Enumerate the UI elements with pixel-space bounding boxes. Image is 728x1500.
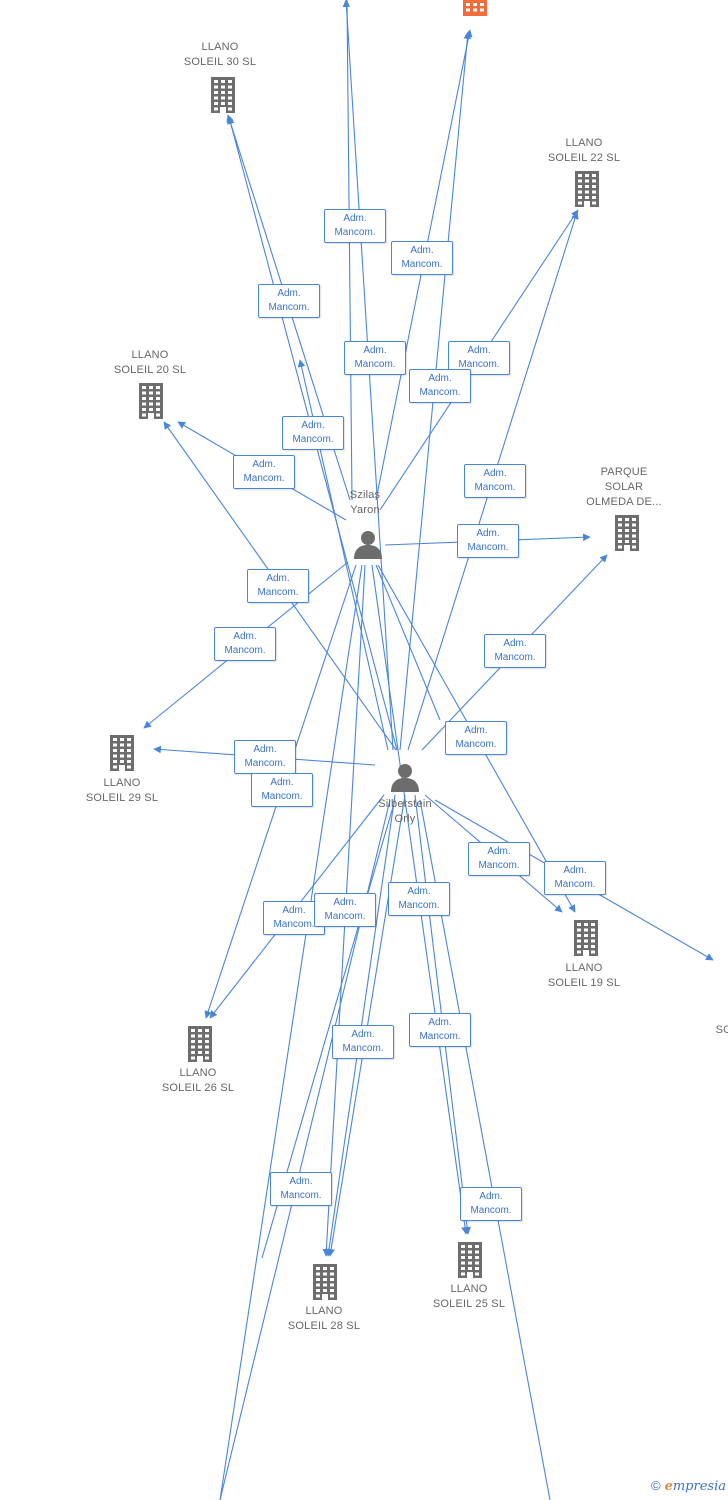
relation-label[interactable]: Adm. Mancom. — [484, 634, 546, 668]
building-icon — [188, 1026, 212, 1062]
relation-label[interactable]: Adm. Mancom. — [409, 369, 471, 403]
relation-label[interactable]: Adm. Mancom. — [247, 569, 309, 603]
company-label: LLANO SOLEIL 28 SL — [287, 1305, 361, 1332]
relation-label[interactable]: Adm. Mancom. — [457, 524, 519, 558]
relation-label[interactable]: Adm. Mancom. — [448, 341, 510, 375]
company-label: LLANO SOLEIL 20 SL — [113, 349, 187, 376]
relation-label[interactable]: Adm. Mancom. — [464, 464, 526, 498]
company-label: LLANO SOLEIL 19 SL — [547, 962, 621, 989]
relationship-edge — [375, 564, 441, 721]
company-label: C SON — [715, 1024, 728, 1036]
relationship-edge — [346, 0, 353, 501]
building-icon — [110, 735, 134, 771]
building-icon — [463, 0, 487, 16]
building-icon — [313, 1264, 337, 1300]
relation-label[interactable]: Adm. Mancom. — [544, 861, 606, 895]
relation-label[interactable]: Adm. Mancom. — [258, 284, 320, 318]
company-label: PARQUE SOLAR OLMEDA DE... — [586, 466, 662, 508]
relationship-edge — [219, 564, 363, 1500]
relationship-edge — [419, 799, 551, 1500]
person-label: Silberstein Orly — [378, 798, 432, 825]
building-icon — [139, 383, 163, 419]
company-label: LLANO SOLEIL 26 SL — [161, 1067, 235, 1094]
relation-label[interactable]: Adm. Mancom. — [234, 740, 296, 774]
relation-label[interactable]: Adm. Mancom. — [409, 1013, 471, 1047]
relation-label[interactable]: Adm. Mancom. — [468, 842, 530, 876]
relation-label[interactable]: Adm. Mancom. — [388, 882, 450, 916]
relation-label[interactable]: Adm. Mancom. — [314, 893, 376, 927]
building-icon — [211, 77, 235, 113]
building-icon — [574, 920, 598, 956]
relation-label[interactable]: Adm. Mancom. — [332, 1025, 394, 1059]
relationship-edge — [342, 0, 394, 751]
company-label: LLANO SOLEIL 29 SL — [85, 777, 159, 804]
relation-label[interactable]: Adm. Mancom. — [282, 416, 344, 450]
relation-label[interactable]: Adm. Mancom. — [214, 627, 276, 661]
copyright-icon: © — [650, 1478, 661, 1493]
relation-label[interactable]: Adm. Mancom. — [270, 1172, 332, 1206]
company-label: LLANO SOLEIL 25 SL — [432, 1283, 506, 1310]
footer-brand: ©empresia — [651, 1478, 726, 1498]
relation-label[interactable]: Adm. Mancom. — [233, 455, 295, 489]
company-label: LLANO SOLEIL 22 SL — [547, 137, 621, 164]
company-label: LLANO SOLEIL 30 SL — [183, 41, 257, 68]
person-label: Szilas Yaron — [349, 489, 381, 516]
building-icon — [458, 1242, 482, 1278]
relation-label[interactable]: Adm. Mancom. — [460, 1187, 522, 1221]
relation-label[interactable]: Adm. Mancom. — [251, 773, 313, 807]
person-icon — [391, 764, 419, 792]
relation-label[interactable]: Adm. Mancom. — [445, 721, 507, 755]
relation-label[interactable]: Adm. Mancom. — [344, 341, 406, 375]
relation-label[interactable]: Adm. Mancom. — [391, 241, 453, 275]
person-icon — [354, 531, 382, 559]
empresia-logo: empresia — [664, 1479, 726, 1494]
building-icon — [615, 515, 639, 551]
building-icon — [575, 171, 599, 207]
relation-label[interactable]: Adm. Mancom. — [324, 209, 386, 243]
